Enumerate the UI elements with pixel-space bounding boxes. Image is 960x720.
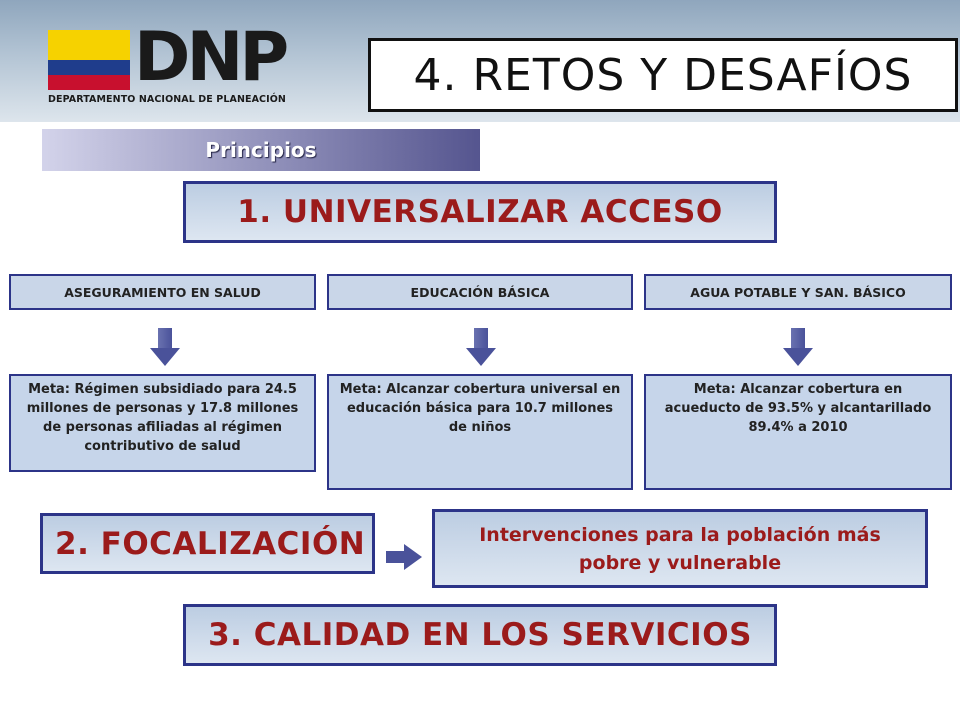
colombia-flag-icon [48,30,130,90]
category-educacion: EDUCACIÓN BÁSICA [327,274,633,310]
principle-1-title: 1. UNIVERSALIZAR ACCESO [237,194,723,230]
meta-text: Meta: Alcanzar cobertura en acueducto de… [664,382,932,435]
down-arrow-icon [466,328,496,368]
meta-text: Meta: Alcanzar cobertura universal en ed… [339,382,621,435]
principle-1-box: 1. UNIVERSALIZAR ACCESO [183,181,777,243]
principle-2-detail-box: Intervenciones para la población más pob… [432,509,928,588]
section-label-bar: Principios [42,129,480,171]
slide-title-box: 4. RETOS Y DESAFÍOS [368,38,958,112]
principle-2-box: 2. FOCALIZACIÓN [40,513,375,574]
meta-text: Meta: Régimen subsidiado para 24.5 millo… [26,382,299,454]
category-label: EDUCACIÓN BÁSICA [410,284,550,300]
principle-2-detail: Intervenciones para la población más pob… [479,523,881,574]
logo-text: DNP [134,18,289,97]
category-agua: AGUA POTABLE Y SAN. BÁSICO [644,274,952,310]
down-arrow-icon [783,328,813,368]
down-arrow-icon [150,328,180,368]
meta-salud: Meta: Régimen subsidiado para 24.5 millo… [9,374,316,472]
category-salud: ASEGURAMIENTO EN SALUD [9,274,316,310]
slide-title: 4. RETOS Y DESAFÍOS [413,49,913,101]
section-label: Principios [205,138,317,162]
dnp-logo: DNP DEPARTAMENTO NACIONAL DE PLANEACIÓN [48,18,298,116]
meta-agua: Meta: Alcanzar cobertura en acueducto de… [644,374,952,490]
right-arrow-icon [386,544,422,570]
logo-subtitle: DEPARTAMENTO NACIONAL DE PLANEACIÓN [48,94,286,105]
principle-2-title: 2. FOCALIZACIÓN [55,525,366,562]
category-label: AGUA POTABLE Y SAN. BÁSICO [690,284,906,300]
category-label: ASEGURAMIENTO EN SALUD [64,284,261,300]
meta-educacion: Meta: Alcanzar cobertura universal en ed… [327,374,633,490]
principle-3-box: 3. CALIDAD EN LOS SERVICIOS [183,604,777,666]
principle-3-title: 3. CALIDAD EN LOS SERVICIOS [208,617,752,653]
